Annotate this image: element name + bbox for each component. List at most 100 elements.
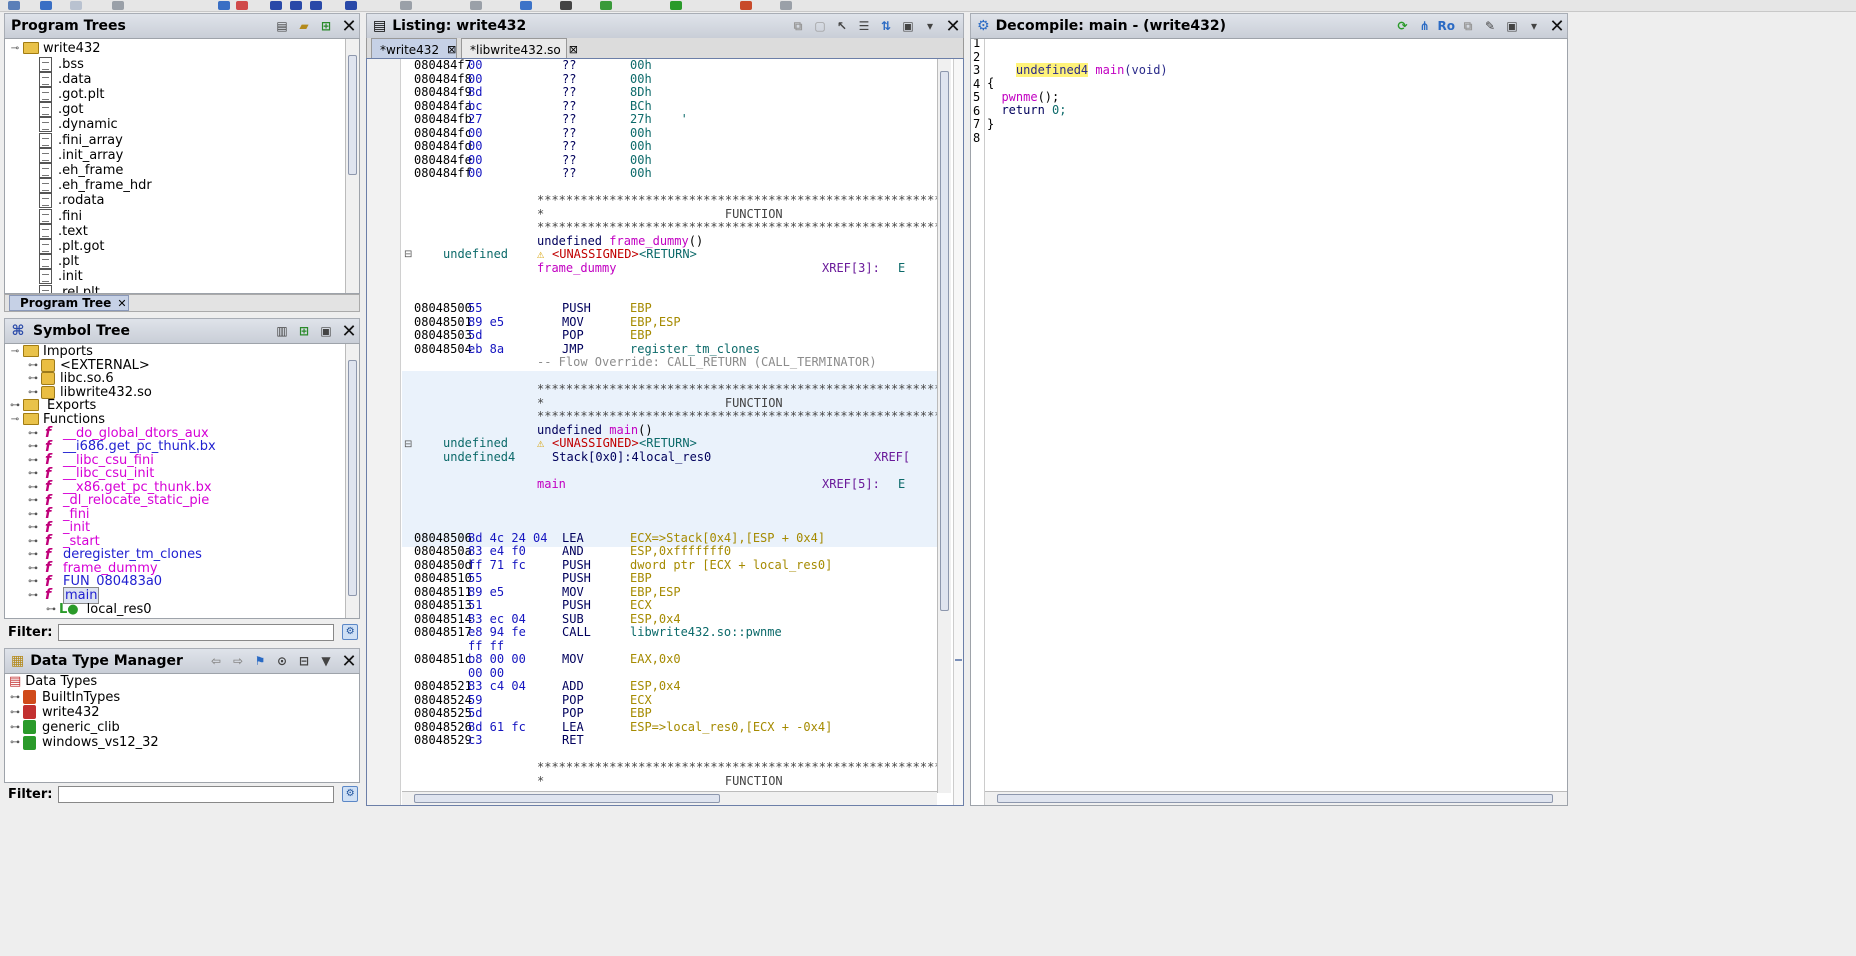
code-address[interactable]: 080484f8 [414,71,472,86]
code-mnemonic[interactable]: POP [562,328,584,342]
filter-options-icon[interactable]: ⚙ [342,624,358,640]
symbol-filter-input[interactable] [58,623,335,641]
import-item[interactable]: ⊶libc.so.6 [27,370,114,388]
dtm-forward-icon[interactable]: ⇨ [232,654,244,668]
code-address[interactable]: 08048524 [414,692,472,707]
code-address[interactable]: 08048506 [414,530,472,545]
scroll-thumb[interactable] [940,71,949,611]
save-icon[interactable] [8,1,20,10]
scroll-thumb[interactable] [348,360,357,596]
expand-icon[interactable]: ⊶ [10,691,20,703]
function-item[interactable]: ⊶f_init [27,519,90,537]
symbol-snapshot-icon[interactable]: ▣ [320,324,332,338]
tree-section-item[interactable]: .plt [39,253,79,271]
code-operand[interactable]: BCh [630,98,652,113]
flow-override-row[interactable]: -- Flow Override: CALL_RETURN (CALL_TERM… [402,355,937,370]
expand-icon[interactable]: ⊶ [28,427,38,439]
expand-icon[interactable]: ⊶ [10,706,20,718]
tree-section-item[interactable]: .got [39,101,83,119]
tree-root[interactable]: ⊸ write432 [9,39,101,57]
listing-code-row[interactable]: ff ff [402,639,937,654]
code-operand[interactable]: EBP [630,301,652,315]
tab-write432[interactable]: *write432 ⊠ [371,38,457,60]
filter-options-icon[interactable]: ⚙ [342,786,358,802]
function-item[interactable]: ⊶f__libc_csu_init [27,465,154,483]
dtm-root[interactable]: ▤ Data Types [9,674,97,690]
copy-icon[interactable]: ⧉ [793,18,803,33]
forward-icon[interactable] [70,1,82,10]
tree-section-item[interactable]: .text [39,222,88,240]
function-banner-row[interactable]: * FUNCTION * [402,774,937,789]
expand-icon[interactable]: ⊶ [10,737,20,749]
expand-icon[interactable]: ⊶ [28,576,38,587]
function-stars-row[interactable]: ****************************************… [402,760,937,775]
expand-icon[interactable]: ⊶ [28,495,38,506]
tree-section-item[interactable]: .data [39,70,91,88]
tree-section-item[interactable]: .fini_array [39,131,123,149]
data-type-archive[interactable]: ⊶BuiltInTypes [9,688,120,706]
debug-icon[interactable] [560,1,572,10]
code-address[interactable]: 08048511 [414,584,472,599]
code-line-7[interactable]: } [987,117,994,132]
code-operand[interactable]: EBP [630,328,652,342]
code-operand[interactable]: ECX [630,692,652,707]
open-folder-icon[interactable]: ▰ [299,19,309,33]
expand-icon[interactable]: ⊶ [28,508,38,520]
function-signature-row[interactable]: undefined frame_dummy() [402,234,937,249]
code-mnemonic[interactable]: ?? [562,152,577,167]
script-icon[interactable] [600,1,612,10]
code-operand[interactable]: ESP,0xfffffff0 [630,544,732,558]
function-return-row[interactable]: undefined⚠<UNASSIGNED><RETURN> [402,247,937,262]
function-label[interactable]: main [537,476,566,491]
code-mnemonic[interactable]: POP [562,692,584,707]
fold-toggle-icon[interactable]: ⊟ [404,439,413,450]
code-operand[interactable]: ECX [630,598,652,612]
code-address[interactable]: 08048504 [414,341,472,356]
dtm-back-icon[interactable]: ⇦ [210,654,222,668]
tree-add-icon[interactable]: ⊞ [320,19,332,33]
back-icon[interactable] [40,1,52,10]
decompile-hscrollbar[interactable] [985,791,1567,805]
code-address[interactable]: 08048513 [414,598,472,612]
expand-icon[interactable]: ⊶ [28,441,38,452]
fold-toggle-icon[interactable]: ⊟ [404,249,413,260]
code-operand[interactable]: dword ptr [ECX + local_res0] [630,557,833,572]
program-tree-tab[interactable]: Program Tree ✕ [9,295,129,311]
tree-section-item[interactable]: .eh_frame [39,161,123,179]
code-operand[interactable]: EAX,0x0 [630,652,681,666]
collapse-icon[interactable]: ⊸ [10,413,20,425]
code-address[interactable]: 08048517 [414,625,472,639]
dtm-filter-input[interactable] [58,785,335,803]
code-mnemonic[interactable]: LEA [562,719,584,734]
code-address[interactable]: 080484fa [414,98,472,113]
data-type-archive[interactable]: ⊶generic_clib [9,718,120,736]
dtm-archive-icon[interactable]: ⊙ [276,654,288,668]
sig-name[interactable]: main [609,422,639,437]
exports-node[interactable]: ⊶ Exports [9,396,96,414]
scroll-thumb[interactable] [348,55,357,175]
stop-icon[interactable] [236,1,248,10]
tab-close-icon[interactable]: ⊠ [568,43,578,56]
tree-section-item[interactable]: .rel.plt [39,283,100,293]
paste-icon[interactable]: ▢ [814,19,826,33]
tree-section-item[interactable]: .rodata [39,192,104,210]
code-mnemonic[interactable]: CALL [562,625,591,639]
scroll-thumb[interactable] [997,794,1553,803]
xref-label[interactable]: XREF[3]: [822,260,880,275]
scroll-thumb[interactable] [414,794,720,803]
code-address[interactable]: 08048521 [414,679,472,693]
